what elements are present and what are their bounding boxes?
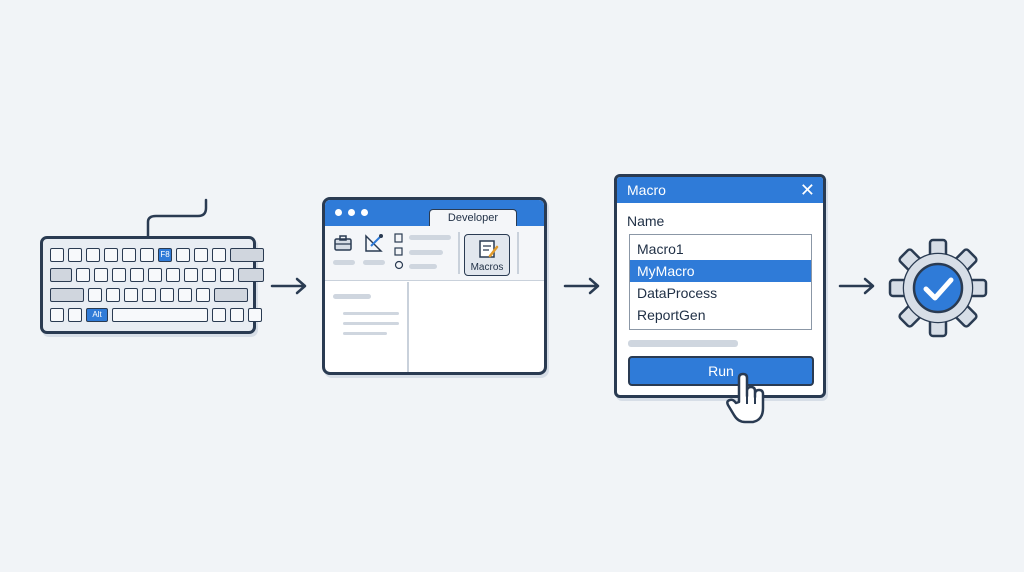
key — [106, 288, 120, 302]
ribbon: Macros — [325, 226, 544, 281]
dialog-title: Macro — [617, 177, 823, 203]
macro-icon — [479, 240, 499, 258]
keyboard-row: Alt — [50, 308, 262, 322]
placeholder-bar — [333, 260, 355, 265]
macro-list[interactable]: Macro1 MyMacro DataProcess ReportGen — [629, 234, 812, 330]
placeholder-bar — [628, 340, 738, 347]
keyboard-icon: F8 Alt — [40, 236, 264, 334]
run-button[interactable]: Run — [628, 356, 814, 386]
key-alt: Alt — [86, 308, 108, 322]
ribbon-divider — [458, 232, 460, 274]
key — [220, 268, 234, 282]
gear-check-icon — [888, 238, 988, 338]
macros-button-label: Macros — [470, 262, 504, 273]
close-icon[interactable]: ✕ — [799, 180, 815, 200]
window-dot — [335, 209, 342, 216]
keyboard-row: F8 — [50, 248, 264, 262]
placeholder-bar — [343, 332, 387, 335]
tab-developer[interactable]: Developer — [429, 209, 517, 228]
key — [86, 248, 100, 262]
arrow-right-icon — [563, 277, 600, 295]
key — [50, 308, 64, 322]
key — [238, 268, 264, 282]
key — [230, 248, 264, 262]
key — [76, 268, 90, 282]
key — [68, 248, 82, 262]
pane-divider — [407, 282, 409, 372]
key — [196, 288, 210, 302]
keyboard-row — [50, 288, 248, 302]
key — [176, 248, 190, 262]
key — [88, 288, 102, 302]
arrow-right-icon — [838, 277, 875, 295]
ribbon-divider — [517, 232, 519, 274]
macros-button[interactable]: Macros — [464, 234, 510, 276]
key — [160, 288, 174, 302]
key — [50, 268, 72, 282]
key — [94, 268, 108, 282]
list-item[interactable]: DataProcess — [637, 285, 718, 301]
key — [212, 248, 226, 262]
key — [124, 288, 138, 302]
placeholder-bar — [409, 264, 437, 269]
key — [202, 268, 216, 282]
key — [184, 268, 198, 282]
macro-dialog: Macro ✕ Name Macro1 MyMacro DataProcess … — [614, 174, 826, 398]
placeholder-bar — [363, 260, 385, 265]
key — [148, 268, 162, 282]
key — [142, 288, 156, 302]
pointer-hand-icon — [726, 372, 765, 424]
key — [178, 288, 192, 302]
list-item[interactable]: ReportGen — [637, 307, 706, 323]
key — [104, 248, 118, 262]
placeholder-bar — [343, 312, 399, 315]
key — [50, 288, 84, 302]
list-item-selected[interactable]: MyMacro — [630, 260, 811, 282]
key — [166, 268, 180, 282]
key — [230, 308, 244, 322]
keyboard-cable — [146, 198, 208, 238]
key — [140, 248, 154, 262]
properties-icons — [394, 233, 404, 270]
key — [194, 248, 208, 262]
key-f8: F8 — [158, 248, 172, 262]
key — [130, 268, 144, 282]
arrow-right-icon — [270, 277, 307, 295]
app-window: Developer — [322, 197, 547, 375]
key — [112, 268, 126, 282]
keyboard-row — [50, 268, 264, 282]
key — [122, 248, 136, 262]
key-space — [112, 308, 208, 322]
placeholder-bar — [333, 294, 371, 299]
key — [214, 288, 248, 302]
design-mode-icon — [365, 234, 383, 252]
toolbox-icon — [334, 235, 352, 251]
key — [68, 308, 82, 322]
placeholder-bar — [343, 322, 399, 325]
window-dot — [348, 209, 355, 216]
key — [50, 248, 64, 262]
placeholder-bar — [409, 235, 451, 240]
list-item[interactable]: Macro1 — [637, 241, 684, 257]
key — [248, 308, 262, 322]
key — [212, 308, 226, 322]
placeholder-bar — [409, 250, 443, 255]
window-dot — [361, 209, 368, 216]
name-label: Name — [627, 213, 665, 229]
